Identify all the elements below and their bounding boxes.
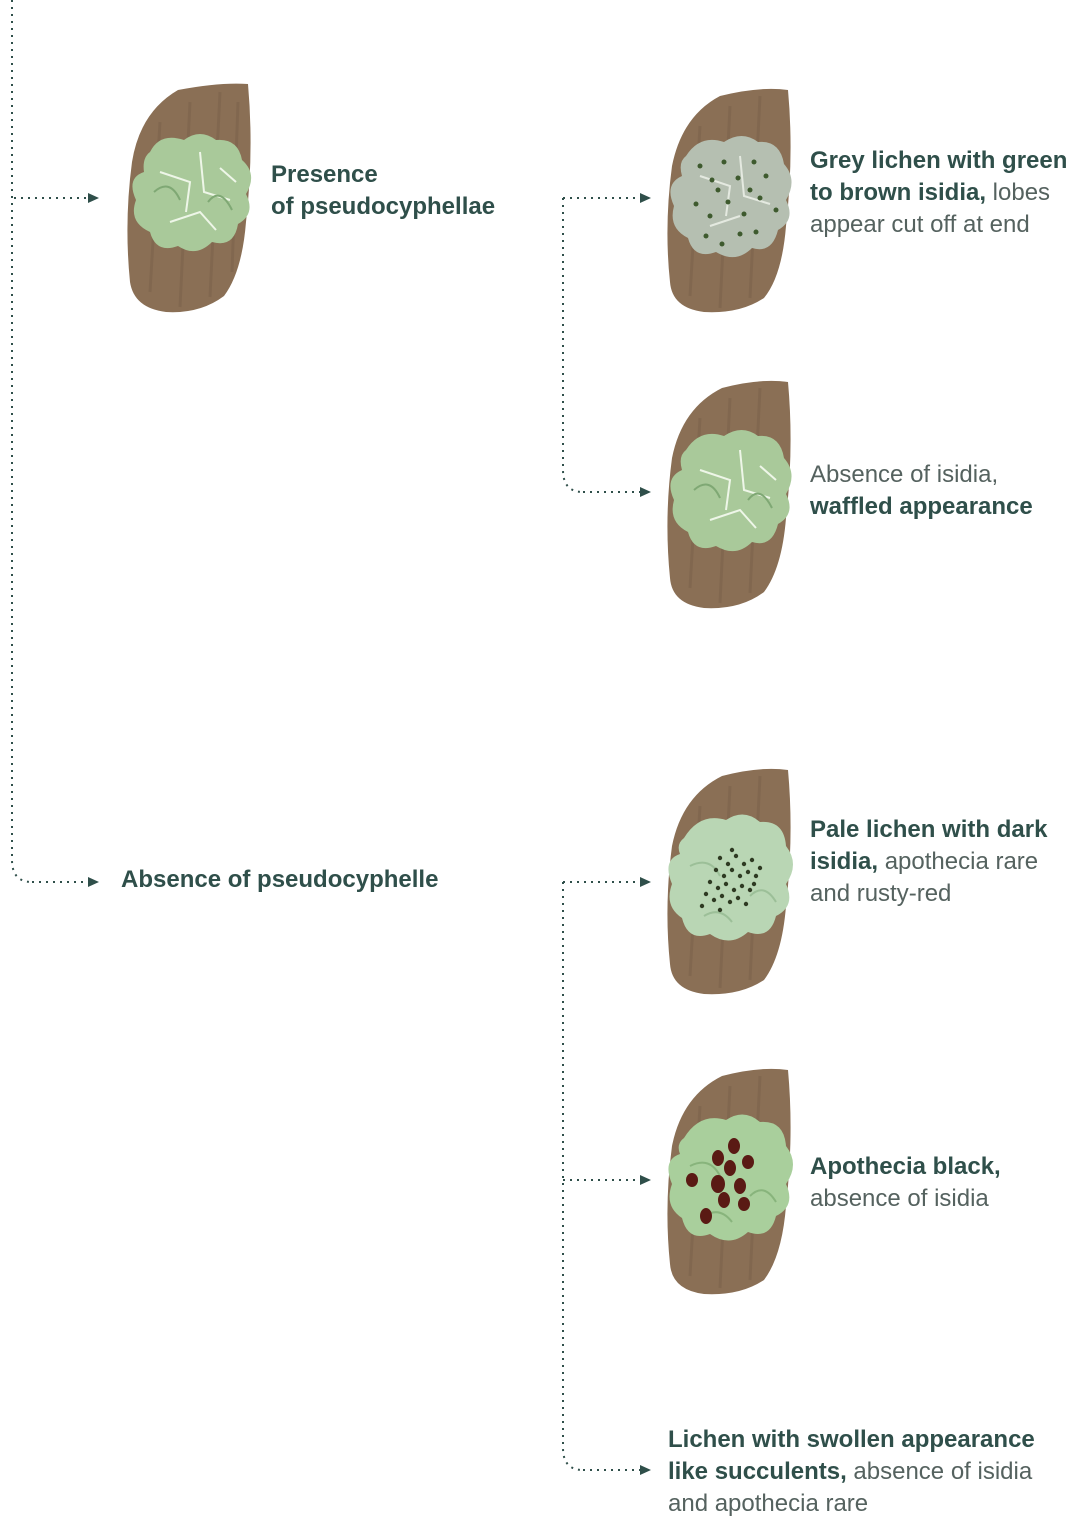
absence-isidia-label: Absence of isidia, waffled appearance bbox=[810, 459, 1033, 523]
grey-lichen-bold2: to brown isidia, bbox=[810, 179, 986, 206]
pale-lichen-normal3: and rusty-red bbox=[810, 880, 951, 907]
grey-lichen-normal2: lobes bbox=[986, 179, 1050, 206]
swollen-normal3: and apothecia rare bbox=[668, 1490, 868, 1517]
presence-label-line1: Presence bbox=[271, 159, 495, 191]
pale-lichen-bold1: Pale lichen with dark bbox=[810, 816, 1047, 843]
grey-lichen-normal3: appear cut off at end bbox=[810, 211, 1030, 238]
swollen-label: Lichen with swollen appearance like succ… bbox=[668, 1424, 1035, 1520]
absence-isidia-normal1: Absence of isidia, bbox=[810, 461, 998, 488]
presence-label-line2: of pseudocyphellae bbox=[271, 191, 495, 223]
apothecia-black-bold1: Apothecia black, bbox=[810, 1153, 1001, 1180]
lichen-waffled-illustration bbox=[120, 82, 260, 318]
pale-lichen-label: Pale lichen with dark isidia, apothecia … bbox=[810, 814, 1047, 910]
absence-isidia-bold2: waffled appearance bbox=[810, 493, 1033, 520]
pale-lichen-normal2: apothecia rare bbox=[878, 848, 1038, 875]
lichen-grey-isidia-illustration bbox=[660, 86, 800, 318]
grey-lichen-bold1: Grey lichen with green bbox=[810, 147, 1067, 174]
lichen-black-apothecia-illustration bbox=[660, 1066, 800, 1300]
swollen-bold1: Lichen with swollen appearance bbox=[668, 1426, 1035, 1453]
apothecia-black-normal2: absence of isidia bbox=[810, 1185, 989, 1212]
absence-label-line1: Absence of pseudocyphelle bbox=[121, 864, 438, 896]
branch-absence bbox=[563, 882, 583, 1470]
trunk-line bbox=[12, 0, 32, 882]
branch-presence bbox=[563, 198, 583, 492]
swollen-normal2: absence of isidia bbox=[847, 1458, 1032, 1485]
grey-lichen-label: Grey lichen with green to brown isidia, … bbox=[810, 145, 1067, 241]
apothecia-black-label: Apothecia black, absence of isidia bbox=[810, 1151, 1001, 1215]
swollen-bold2: like succulents, bbox=[668, 1458, 847, 1485]
lichen-dark-isidia-illustration bbox=[660, 766, 800, 1000]
presence-label: Presence of pseudocyphellae bbox=[271, 159, 495, 223]
pale-lichen-bold2: isidia, bbox=[810, 848, 878, 875]
absence-label: Absence of pseudocyphelle bbox=[121, 864, 438, 896]
lichen-waffled-illustration bbox=[660, 378, 800, 614]
